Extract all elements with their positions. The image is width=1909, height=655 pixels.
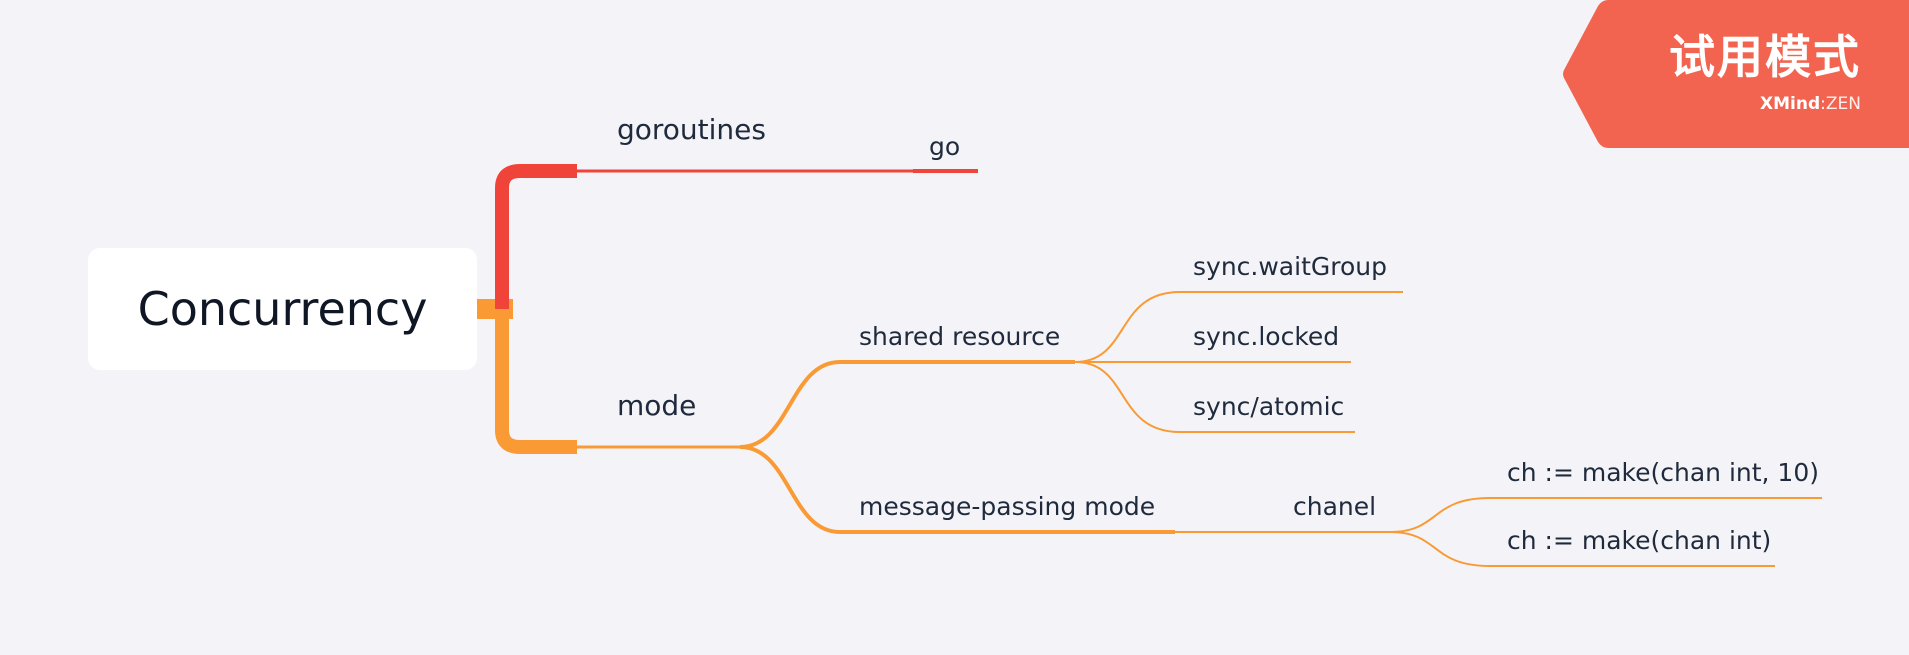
watermark-brand-bold: XMind bbox=[1760, 94, 1821, 114]
connector-goroutines bbox=[495, 164, 577, 309]
watermark-brand-thin: ZEN bbox=[1825, 94, 1861, 114]
topic-make-chan-buffered[interactable]: ch := make(chan int, 10) bbox=[1507, 458, 1819, 487]
connector-mode bbox=[495, 309, 577, 454]
connector-sync-waitgroup bbox=[1074, 291, 1403, 363]
topic-go[interactable]: go bbox=[929, 132, 961, 161]
topic-chanel[interactable]: chanel bbox=[1293, 492, 1377, 521]
root-topic-label: Concurrency bbox=[137, 282, 428, 336]
connector-make-unbuffered bbox=[1389, 531, 1775, 567]
topic-goroutines[interactable]: goroutines bbox=[617, 113, 766, 146]
watermark-brand-sep: : bbox=[1820, 94, 1826, 114]
watermark-badge-shape bbox=[1563, 0, 1909, 148]
watermark-brand: XMind:ZEN bbox=[1760, 96, 1861, 113]
topic-mode[interactable]: mode bbox=[617, 389, 697, 422]
topic-sync-locked[interactable]: sync.locked bbox=[1193, 322, 1340, 351]
connector-make-buffered bbox=[1389, 497, 1822, 533]
trial-mode-watermark: 试用模式 XMind:ZEN bbox=[1562, 0, 1909, 148]
topic-make-chan-unbuffered[interactable]: ch := make(chan int) bbox=[1507, 526, 1772, 555]
topic-message-passing-mode[interactable]: message-passing mode bbox=[859, 492, 1156, 521]
connector-sync-atomic bbox=[1074, 361, 1355, 433]
watermark-title: 试用模式 bbox=[1669, 30, 1861, 84]
root-topic[interactable]: Concurrency bbox=[88, 248, 477, 370]
connector-shared-resource bbox=[739, 360, 1075, 449]
connector-message-passing bbox=[739, 445, 1175, 534]
topic-sync-waitgroup[interactable]: sync.waitGroup bbox=[1193, 252, 1387, 281]
topic-shared-resource[interactable]: shared resource bbox=[859, 322, 1061, 351]
topic-sync-atomic[interactable]: sync/atomic bbox=[1193, 392, 1345, 421]
